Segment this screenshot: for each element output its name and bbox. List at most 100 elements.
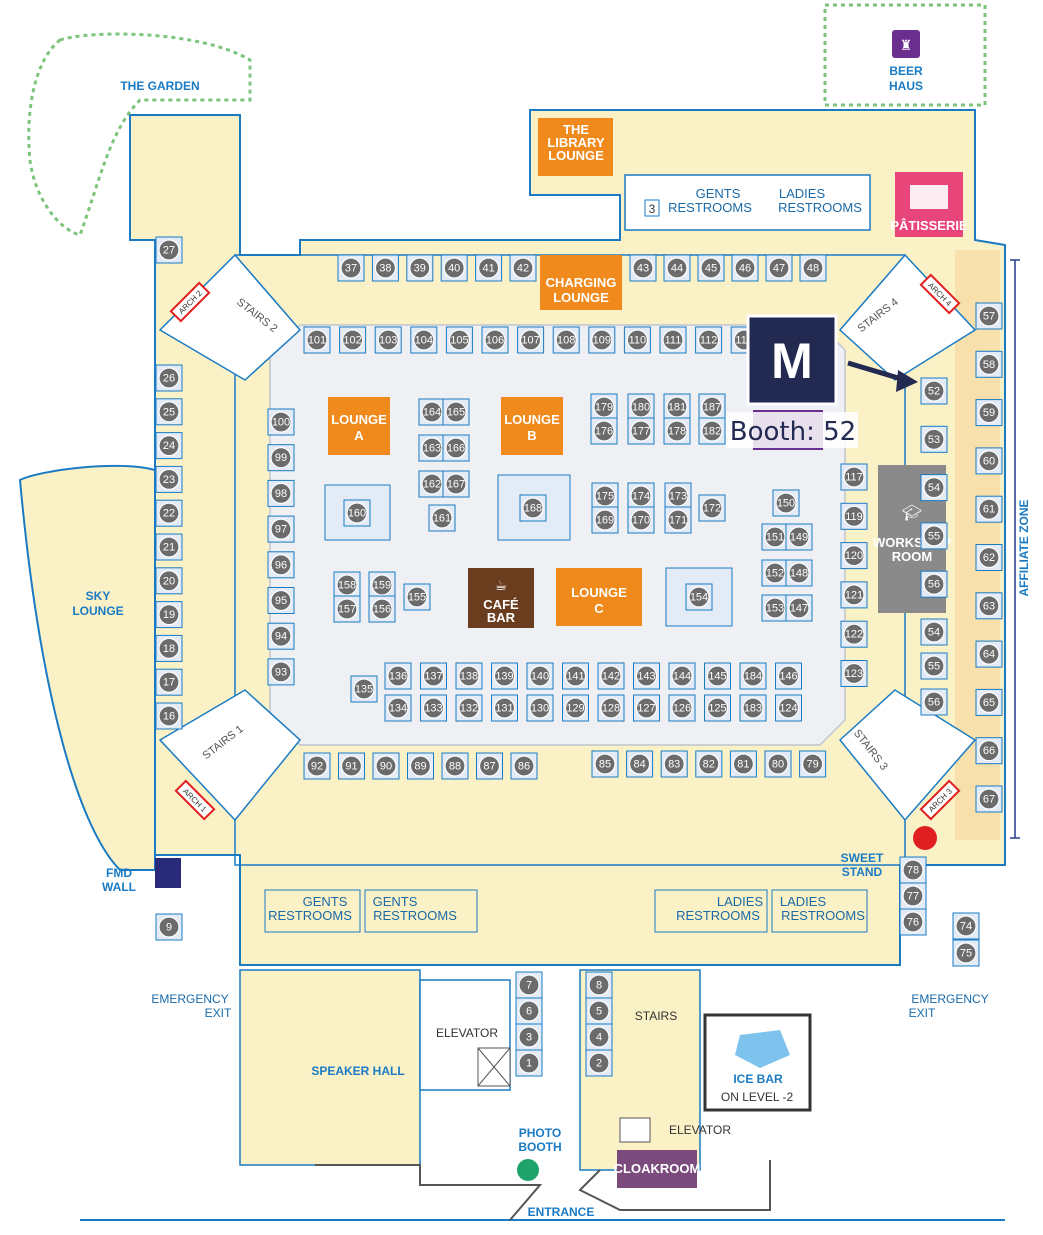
booth-97[interactable]: 97 — [267, 515, 295, 543]
booth-155[interactable]: 155 — [403, 583, 431, 611]
photo-booth[interactable]: PHOTO BOOTH — [517, 1126, 562, 1181]
booth-98[interactable]: 98 — [267, 479, 295, 507]
booth-16[interactable]: 16 — [155, 702, 183, 730]
booth-167[interactable]: 167 — [442, 470, 470, 498]
booth-60[interactable]: 60 — [975, 447, 1003, 475]
booth-47[interactable]: 47 — [765, 254, 793, 282]
booth-149[interactable]: 149 — [785, 523, 813, 551]
booth-156[interactable]: 156 — [368, 595, 396, 623]
booth-22[interactable]: 22 — [155, 499, 183, 527]
booth-92[interactable]: 92 — [303, 752, 331, 780]
booth-79[interactable]: 79 — [799, 750, 827, 778]
booth-24[interactable]: 24 — [155, 432, 183, 460]
booth-82[interactable]: 82 — [695, 750, 723, 778]
booth-17[interactable]: 17 — [155, 668, 183, 696]
booth-175[interactable]: 175 — [591, 482, 619, 510]
booth-102[interactable]: 102 — [339, 326, 367, 354]
booth-56[interactable]: 56 — [920, 688, 948, 716]
booth-107[interactable]: 107 — [517, 326, 545, 354]
booth-184[interactable]: 184 — [739, 662, 767, 690]
booth-87[interactable]: 87 — [476, 752, 503, 780]
booth-94[interactable]: 94 — [267, 622, 295, 650]
booth-23[interactable]: 23 — [155, 465, 183, 493]
booth-143[interactable]: 143 — [633, 662, 660, 690]
booth-90[interactable]: 90 — [372, 752, 400, 780]
booth-154[interactable]: 154 — [685, 583, 713, 611]
booth-56[interactable]: 56 — [920, 570, 948, 598]
booth-8[interactable]: 8 — [585, 971, 613, 999]
booth-112[interactable]: 112 — [695, 326, 723, 354]
booth-63[interactable]: 63 — [975, 592, 1003, 620]
booth-54[interactable]: 54 — [920, 618, 948, 646]
booth-85[interactable]: 85 — [591, 750, 619, 778]
booth-137[interactable]: 137 — [420, 662, 447, 690]
booth-169[interactable]: 169 — [591, 506, 619, 534]
booth-164[interactable]: 164 — [418, 398, 446, 426]
booth-39[interactable]: 39 — [406, 254, 434, 282]
booth-160[interactable]: 160 — [343, 499, 371, 527]
booth-44[interactable]: 44 — [663, 254, 691, 282]
booth-157[interactable]: 157 — [333, 595, 361, 623]
booth-183[interactable]: 183 — [739, 694, 767, 722]
booth-139[interactable]: 139 — [491, 662, 518, 690]
charging-lounge[interactable]: CHARGING LOUNGE — [540, 255, 622, 310]
booth-144[interactable]: 144 — [668, 662, 696, 690]
booth-76[interactable]: 76 — [899, 908, 927, 936]
booth-124[interactable]: 124 — [775, 694, 802, 722]
booth-96[interactable]: 96 — [267, 551, 295, 579]
booth-152[interactable]: 152 — [761, 559, 789, 587]
booth-38[interactable]: 38 — [371, 254, 399, 282]
booth-74[interactable]: 74 — [952, 912, 980, 940]
booth-80[interactable]: 80 — [764, 750, 792, 778]
booth-67[interactable]: 67 — [975, 785, 1003, 813]
booth-146[interactable]: 146 — [775, 662, 802, 690]
booth-7[interactable]: 7 — [515, 971, 543, 999]
booth-151[interactable]: 151 — [761, 523, 789, 551]
booth-81[interactable]: 81 — [729, 750, 757, 778]
booth-163[interactable]: 163 — [418, 434, 446, 462]
booth-88[interactable]: 88 — [441, 752, 469, 780]
booth-19[interactable]: 19 — [155, 601, 183, 629]
booth-43[interactable]: 43 — [629, 254, 657, 282]
speaker-hall[interactable]: SPEAKER HALL — [311, 1064, 404, 1078]
booth-9[interactable]: 9 — [155, 913, 183, 941]
booth-1[interactable]: 1 — [515, 1049, 543, 1077]
booth-4[interactable]: 4 — [585, 1023, 613, 1051]
library-lounge[interactable]: THE LIBRARY LOUNGE — [538, 118, 613, 176]
booth-41[interactable]: 41 — [475, 254, 503, 282]
booth-120[interactable]: 120 — [840, 542, 868, 570]
booth-66[interactable]: 66 — [975, 737, 1003, 765]
booth-26[interactable]: 26 — [155, 364, 183, 392]
booth-46[interactable]: 46 — [731, 254, 759, 282]
booth-174[interactable]: 174 — [627, 482, 655, 510]
booth-109[interactable]: 109 — [588, 326, 616, 354]
booth-126[interactable]: 126 — [668, 694, 696, 722]
booth-131[interactable]: 131 — [491, 694, 518, 722]
booth-57[interactable]: 57 — [975, 302, 1003, 330]
booth-128[interactable]: 128 — [597, 694, 625, 722]
booth-100[interactable]: 100 — [267, 408, 295, 436]
booth-138[interactable]: 138 — [455, 662, 483, 690]
booth-134[interactable]: 134 — [384, 694, 412, 722]
booth-132[interactable]: 132 — [455, 694, 483, 722]
booth-91[interactable]: 91 — [338, 752, 365, 780]
booth-150[interactable]: 150 — [772, 489, 800, 517]
booth-106[interactable]: 106 — [481, 326, 509, 354]
booth-42[interactable]: 42 — [509, 254, 537, 282]
lounge-b[interactable]: LOUNGE B — [501, 397, 563, 455]
booth-172[interactable]: 172 — [698, 494, 726, 522]
booth-165[interactable]: 165 — [442, 398, 470, 426]
booth-159[interactable]: 159 — [368, 571, 396, 599]
booth-52[interactable]: 52 — [920, 377, 948, 405]
booth-130[interactable]: 130 — [526, 694, 554, 722]
booth-101[interactable]: 101 — [303, 326, 331, 354]
booth-86[interactable]: 86 — [510, 752, 538, 780]
booth-53[interactable]: 53 — [920, 425, 948, 453]
booth-65[interactable]: 65 — [975, 688, 1003, 716]
booth-177[interactable]: 177 — [627, 417, 655, 445]
booth-178[interactable]: 178 — [663, 417, 691, 445]
booth-111[interactable]: 111 — [659, 326, 687, 354]
booth-166[interactable]: 166 — [442, 434, 470, 462]
booth-40[interactable]: 40 — [440, 254, 468, 282]
booth-119[interactable]: 119 — [840, 502, 868, 530]
